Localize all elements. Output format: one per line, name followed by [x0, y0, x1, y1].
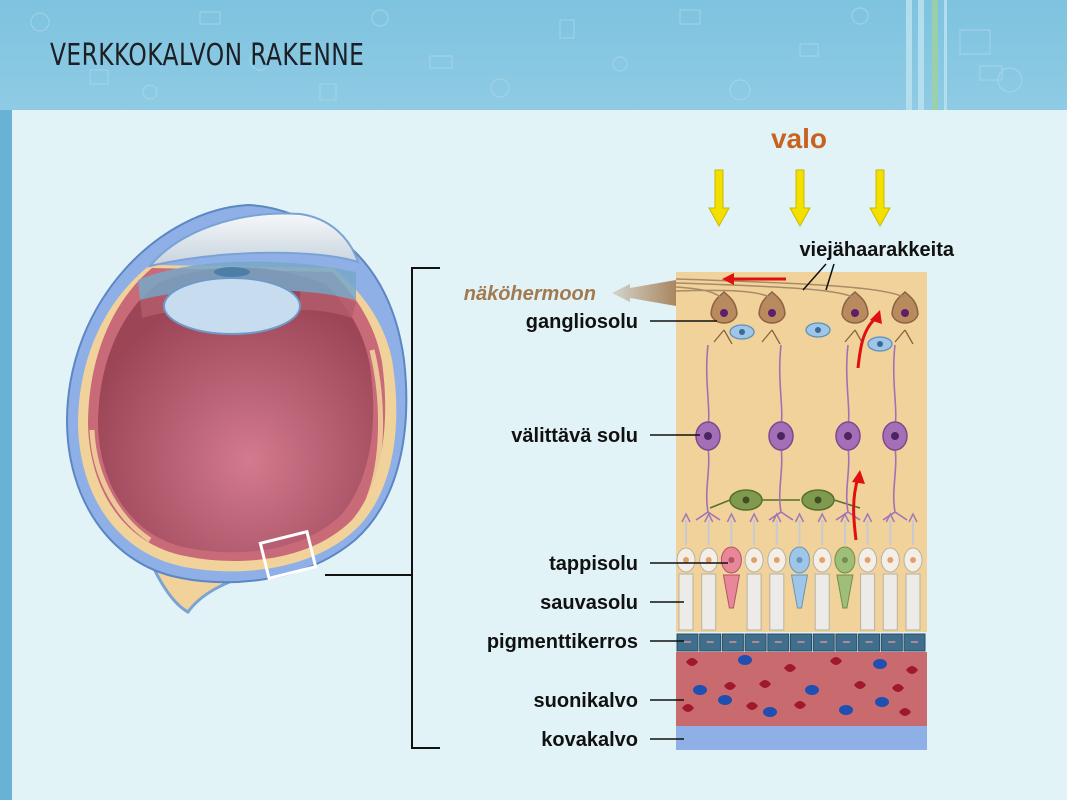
label-valittava-solu: välittävä solu	[511, 425, 638, 447]
cone-outer-segment	[836, 574, 854, 609]
blood-cell	[718, 695, 732, 705]
rod-outer-segment	[814, 573, 830, 631]
ganglion-cell	[891, 290, 919, 324]
blood-cell	[805, 685, 819, 695]
red-blood-cell	[854, 681, 866, 689]
label-pigmenttikerros: pigmenttikerros	[487, 631, 638, 653]
arrow-down-icon	[789, 169, 811, 228]
horizontal-cells	[709, 489, 861, 511]
blood-cell	[763, 707, 777, 717]
rod-outer-segment	[746, 573, 762, 631]
optic-nerve-arrow-icon	[612, 280, 676, 306]
choroid-layer	[676, 652, 927, 726]
label-tappisolu: tappisolu	[549, 553, 638, 575]
rod-outer-segment	[769, 573, 785, 631]
red-blood-cell	[682, 704, 694, 712]
rod-outer-segment	[905, 573, 921, 631]
zoom-bracket	[325, 267, 440, 749]
label-viejahaarakkeita: viejähaarakkeita	[799, 239, 954, 261]
arrow-down-icon	[708, 169, 730, 228]
rod-outer-segment	[882, 573, 898, 631]
red-blood-cell	[794, 701, 806, 709]
retina-cross-section	[675, 272, 927, 750]
red-blood-cell	[830, 657, 842, 665]
cone-outer-segment	[722, 574, 740, 609]
ganglion-cell	[841, 290, 869, 324]
header-pattern	[30, 0, 1023, 110]
cornea	[147, 212, 360, 268]
blood-cell	[738, 655, 752, 665]
light-arrows	[708, 169, 891, 228]
pointer-lines	[650, 263, 835, 740]
rod-outer-segment	[701, 573, 717, 631]
bipolar-cells	[695, 344, 908, 521]
blood-cells	[682, 655, 918, 717]
label-nakohermoon: näköhermoon	[464, 283, 596, 305]
rod-outer-segment	[860, 573, 876, 631]
ganglion-cell	[710, 290, 738, 324]
retina-zoom-box	[258, 529, 318, 581]
red-blood-cell	[746, 702, 758, 710]
red-blood-cell	[724, 682, 736, 690]
red-blood-cell	[759, 680, 771, 688]
label-valo: valo	[771, 123, 827, 154]
ganglion-cells	[710, 290, 919, 345]
photoreceptors	[676, 512, 923, 631]
header-banner: VERKKOKALVON RAKENNE	[0, 0, 1067, 110]
pigment-layer	[676, 633, 926, 652]
blood-cell	[839, 705, 853, 715]
label-gangliosolu: gangliosolu	[526, 311, 638, 333]
label-sauvasolu: sauvasolu	[540, 592, 638, 614]
red-blood-cell	[686, 658, 698, 666]
vitreous-body	[98, 267, 374, 553]
blood-cell	[873, 659, 887, 669]
label-kovakalvo: kovakalvo	[541, 729, 638, 751]
blood-cell	[693, 685, 707, 695]
label-suonikalvo: suonikalvo	[534, 690, 638, 712]
red-blood-cell	[906, 666, 918, 674]
cone-outer-segment	[790, 574, 809, 609]
ganglion-cell	[758, 290, 786, 324]
blood-cell	[875, 697, 889, 707]
axon-fibers	[675, 278, 906, 301]
red-blood-cell	[784, 664, 796, 672]
lens	[163, 277, 301, 335]
slide-title: VERKKOKALVON RAKENNE	[50, 38, 365, 73]
arrow-down-icon	[869, 169, 891, 228]
red-blood-cell	[892, 684, 904, 692]
sclera-layer	[676, 726, 927, 750]
amacrine-cells	[729, 322, 893, 352]
eye-illustration	[65, 203, 408, 614]
signal-arrows	[732, 277, 878, 541]
left-strip	[0, 110, 12, 800]
red-blood-cell	[899, 708, 911, 716]
